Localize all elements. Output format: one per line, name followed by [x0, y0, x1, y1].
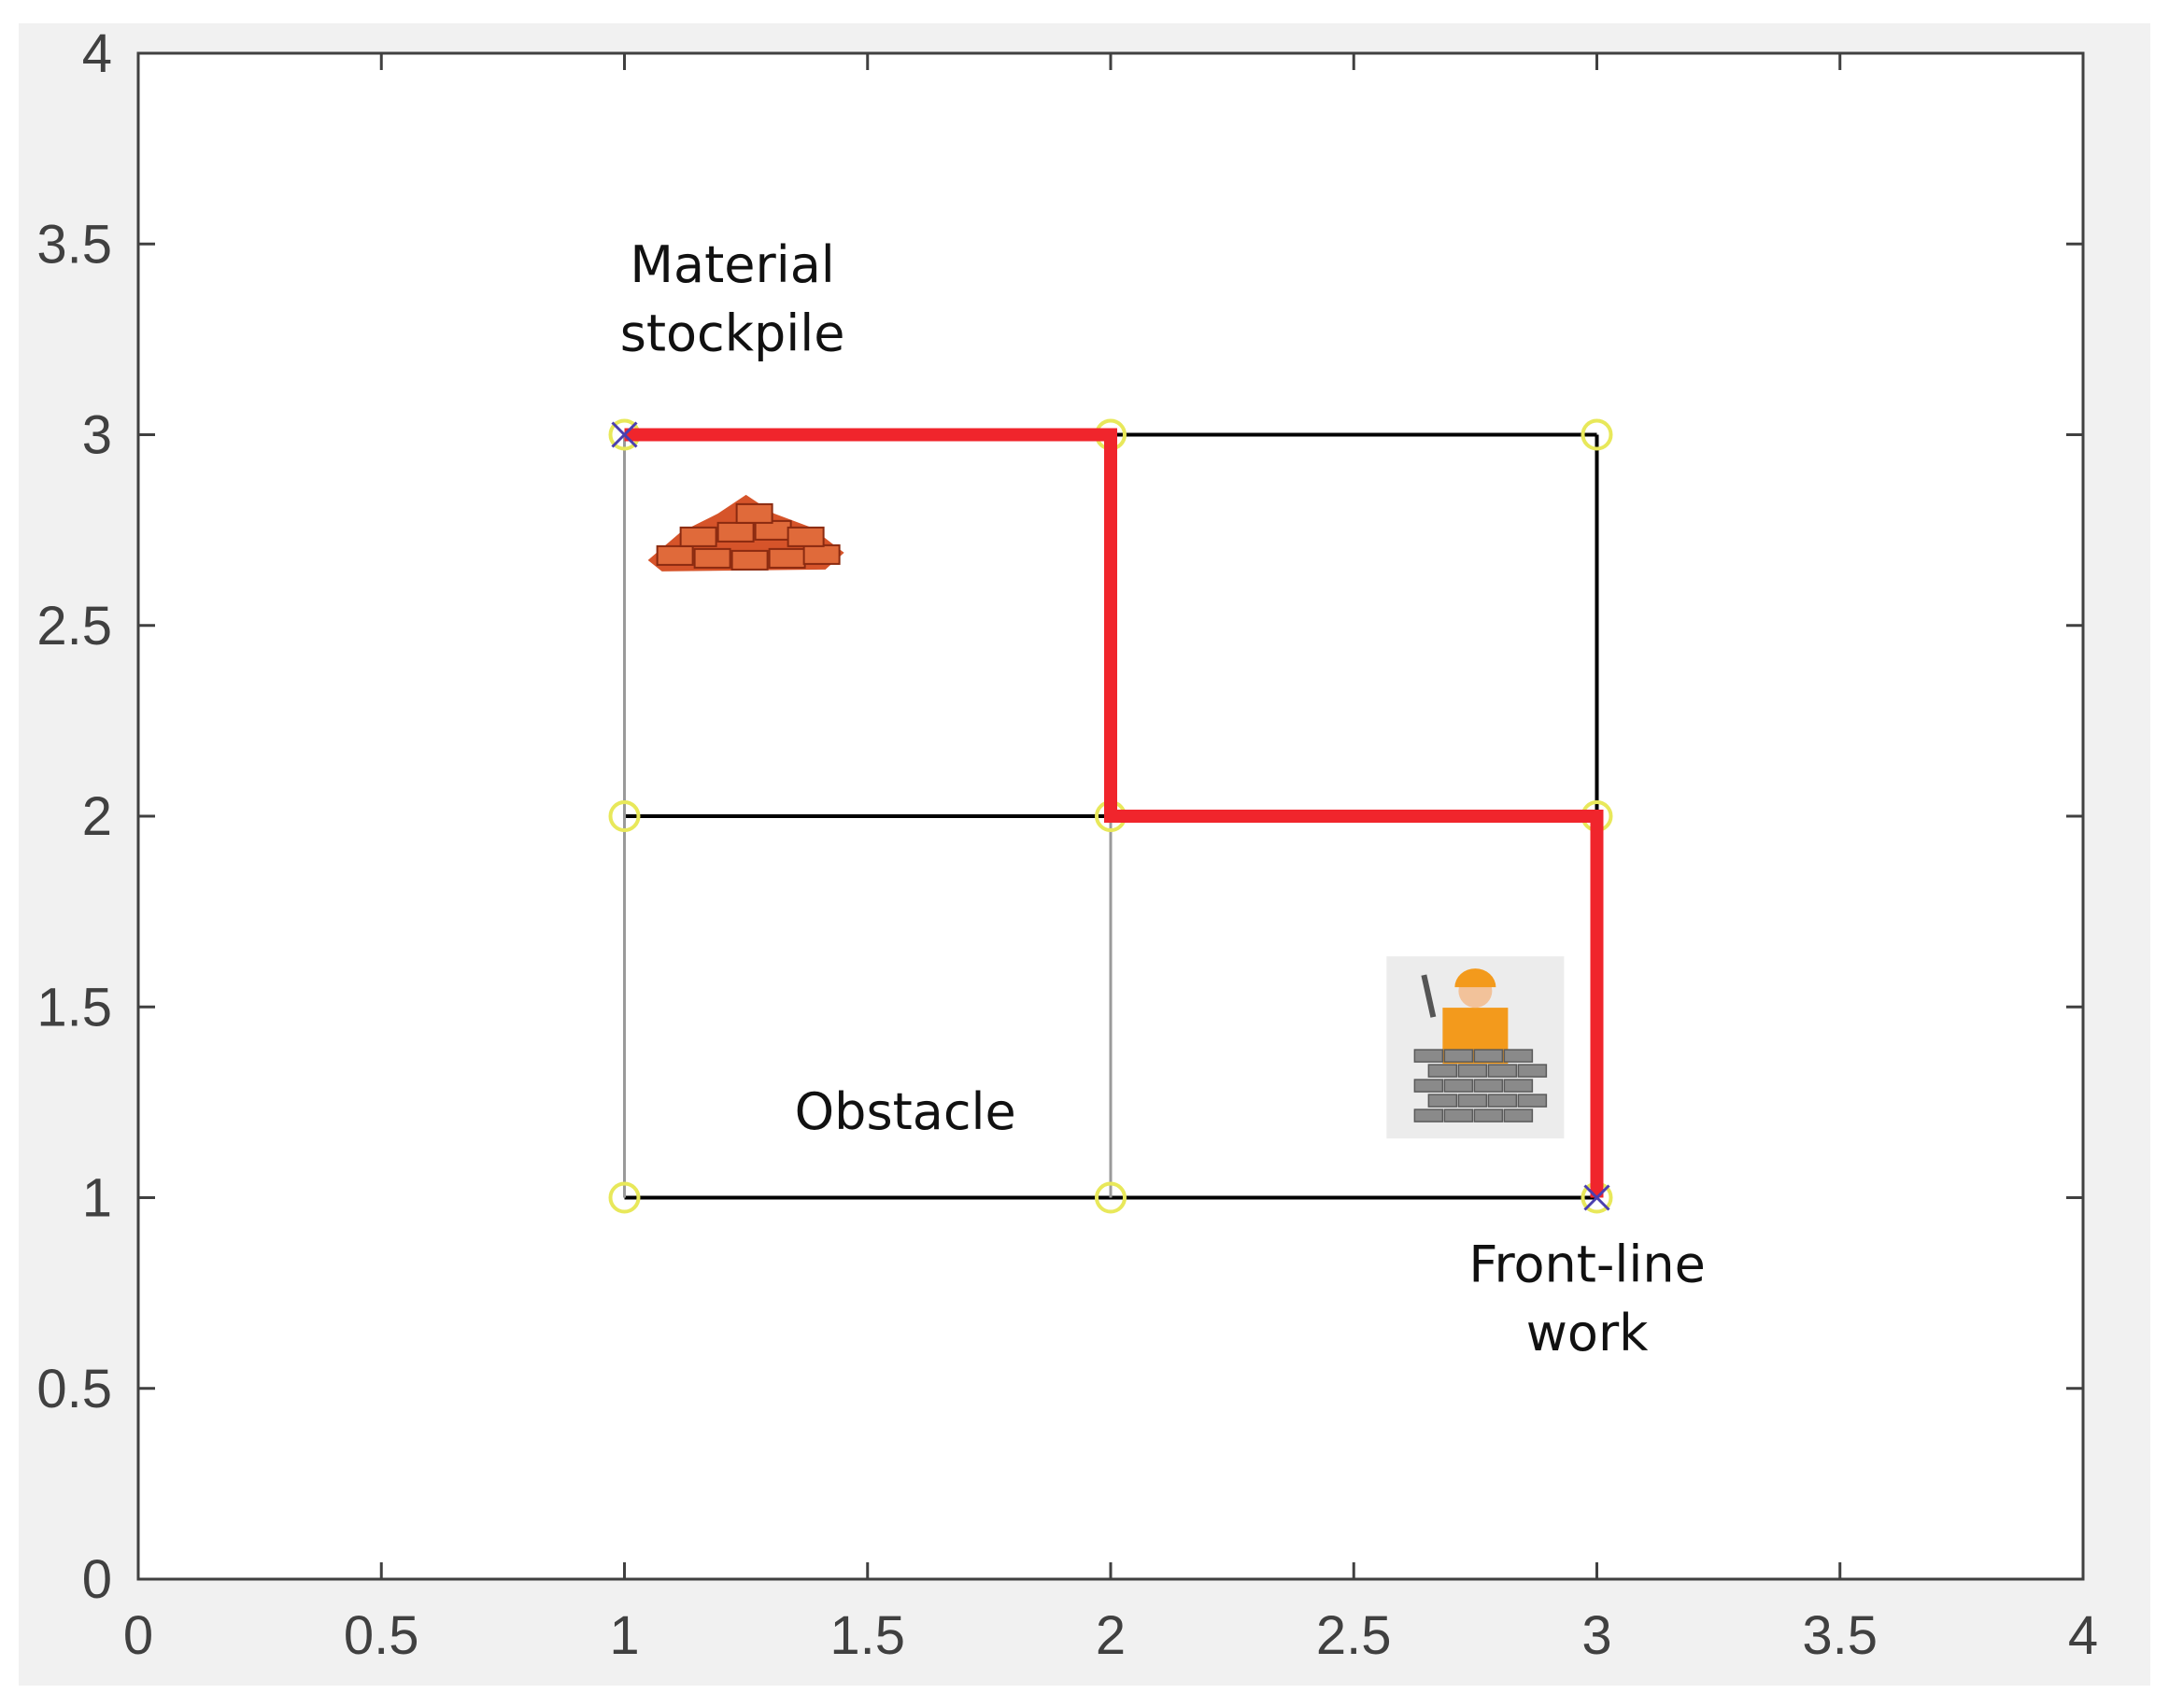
x-tick-label: 2 [1096, 1605, 1126, 1666]
wall-brick [1517, 1094, 1548, 1108]
y-tick-label: 0 [82, 1549, 112, 1610]
wall-brick [1443, 1108, 1474, 1122]
worker-helmet [1454, 968, 1496, 988]
y-tick-label: 1.5 [36, 977, 112, 1038]
route-endpoints [611, 421, 1610, 1211]
brick-shape [730, 549, 769, 571]
wall-brick [1457, 1064, 1488, 1078]
brick-shape [787, 526, 825, 547]
brick-shape [693, 547, 731, 569]
bricklayer-worker-icon [1386, 956, 1565, 1139]
y-tick-label: 1 [82, 1168, 112, 1229]
endpoint-marker [1583, 1184, 1610, 1211]
annotation-label: Obstacle [795, 1082, 1016, 1141]
wall-brick [1503, 1049, 1534, 1063]
wall-brick [1427, 1064, 1458, 1078]
y-tick-label: 2.5 [36, 596, 112, 656]
annotation-label: stockpile [620, 304, 845, 363]
x-tick-label: 1.5 [829, 1605, 905, 1666]
wall-brick [1413, 1049, 1444, 1063]
x-tick-label: 4 [2068, 1605, 2098, 1666]
brick-shape [716, 521, 755, 543]
route-path [624, 428, 1604, 1198]
x-tick-label: 0 [123, 1605, 153, 1666]
wall-brick [1517, 1064, 1548, 1078]
grid-edges [623, 432, 1599, 1200]
y-tick-label: 3.5 [36, 214, 112, 275]
wall-brick [1413, 1108, 1444, 1122]
wall-brick [1443, 1049, 1474, 1063]
brick-shape [656, 544, 694, 566]
route-line [624, 428, 1604, 1198]
annotation-label: Front-line [1468, 1235, 1706, 1293]
wall-brick [1457, 1094, 1488, 1108]
wall-brick [1473, 1049, 1504, 1063]
node-marker [608, 1181, 641, 1214]
worker-tool [1421, 974, 1437, 1018]
wall-brick [1427, 1094, 1458, 1108]
brick-shape [802, 543, 841, 565]
brick-shape [735, 502, 773, 524]
x-tick-label: 0.5 [344, 1605, 419, 1666]
icons [647, 494, 1565, 1139]
y-tick-label: 3 [82, 405, 112, 466]
y-tick-label: 4 [82, 23, 112, 84]
annotation-label: work [1526, 1304, 1649, 1362]
x-tick-label: 3 [1581, 1605, 1611, 1666]
wall-brick [1503, 1079, 1534, 1093]
axes: 0 0.5 1 1.5 2 2.5 3 3.5 4 0 0.5 1 1.5 2 2.5 3 3.5 4 [36, 23, 2098, 1666]
node-marker [1581, 418, 1613, 451]
brick-shape [768, 547, 806, 569]
endpoint-stroke [611, 421, 638, 448]
x-tick-label: 3.5 [1802, 1605, 1878, 1666]
y-tick-label: 2 [82, 786, 112, 847]
wall-brick [1443, 1079, 1474, 1093]
wall-brick [1413, 1079, 1444, 1093]
brick-shape [679, 526, 717, 547]
endpoint-stroke [1583, 1184, 1610, 1211]
y-tick-label: 0.5 [36, 1359, 112, 1419]
wall-brick [1487, 1094, 1518, 1108]
x-tick-label: 1 [609, 1605, 639, 1666]
wall-brick [1503, 1108, 1534, 1122]
wall-brick [1473, 1108, 1504, 1122]
wall-brick [1473, 1079, 1504, 1093]
x-tick-label: 2.5 [1316, 1605, 1392, 1666]
endpoint-marker [611, 421, 638, 448]
node-marker [608, 800, 641, 832]
annotation-label: Material [630, 235, 834, 294]
wall-brick [1487, 1064, 1518, 1078]
brick-pile-icon [647, 494, 844, 572]
node-marker [1095, 1181, 1127, 1214]
